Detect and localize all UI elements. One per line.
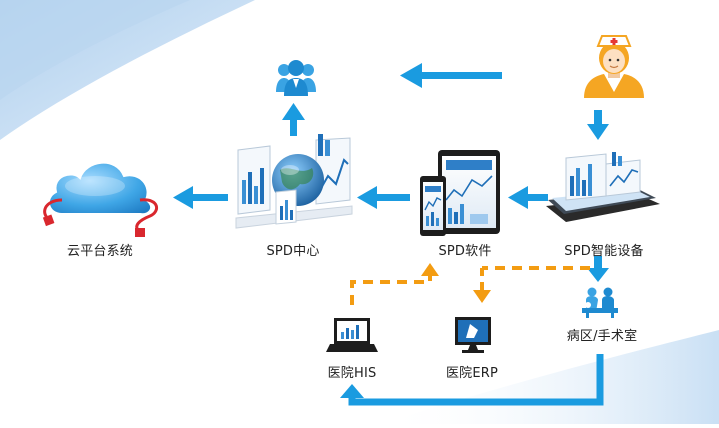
ward-label: 病区/手术室 bbox=[566, 329, 638, 344]
spd-center-label: SPD中心 bbox=[266, 244, 320, 259]
spd-device-label: SPD智能设备 bbox=[564, 244, 644, 259]
globe-dashboard-icon bbox=[235, 134, 353, 229]
hospital-his-label: 医院HIS bbox=[327, 366, 377, 381]
people-group-icon bbox=[276, 60, 316, 96]
cloud-icon bbox=[47, 161, 153, 216]
network-cable-icon bbox=[42, 198, 158, 237]
cloud-platform-label: 云平台系统 bbox=[66, 244, 134, 259]
arrow-nurse-to-people bbox=[400, 63, 502, 88]
surgery-icon bbox=[582, 287, 618, 318]
spd-software-label: SPD软件 bbox=[438, 244, 492, 259]
arrow-software-to-center bbox=[357, 186, 410, 209]
nurse-icon bbox=[584, 35, 644, 98]
monitor-erp-icon bbox=[455, 317, 491, 353]
tablet-phone-icon bbox=[420, 150, 500, 236]
dashed-arrow-his-to-software bbox=[350, 263, 439, 305]
laptop-his-icon bbox=[326, 318, 378, 352]
arrow-ward-to-his bbox=[340, 354, 604, 406]
arrow-center-to-cloud bbox=[173, 186, 228, 209]
arrow-device-to-software bbox=[508, 186, 548, 209]
arrow-device-to-ward bbox=[587, 256, 609, 282]
arrow-center-to-people bbox=[282, 103, 305, 136]
smart-device-icon bbox=[546, 152, 660, 222]
hospital-erp-label: 医院ERP bbox=[445, 366, 499, 381]
arrow-nurse-to-device bbox=[587, 110, 609, 140]
dashed-arrow-ward-to-erp bbox=[473, 266, 590, 303]
